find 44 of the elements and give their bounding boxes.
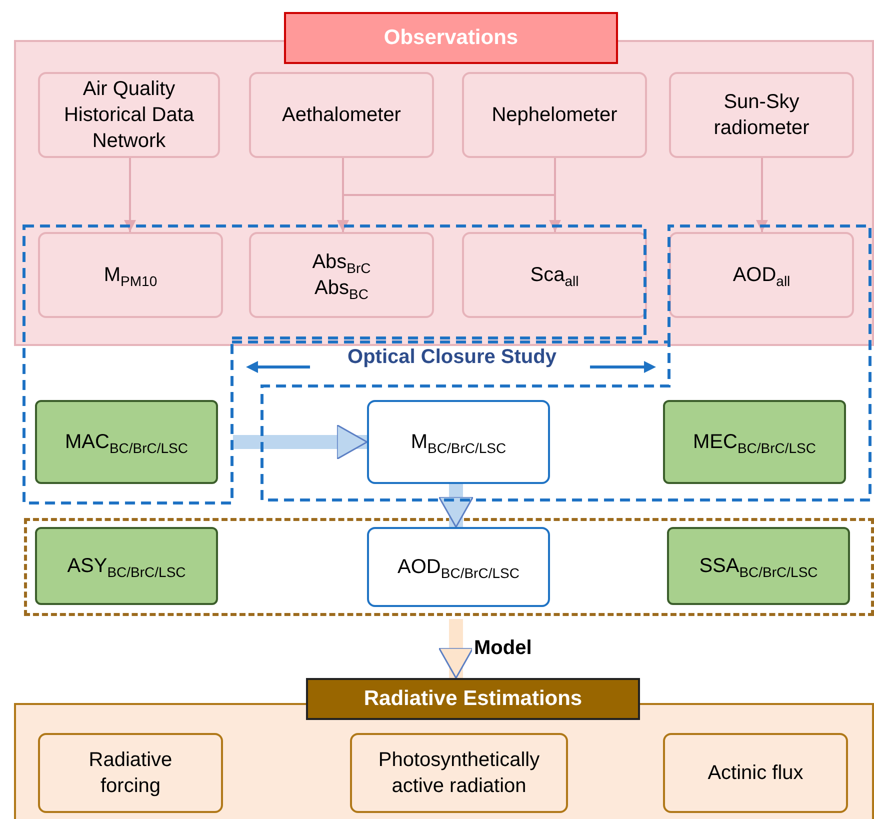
- panel-title: Observations: [284, 12, 618, 64]
- process-box: [38, 733, 223, 813]
- node-label: Air Quality Historical Data Network: [62, 77, 196, 154]
- parameter-box: [663, 400, 846, 484]
- arrow: [756, 158, 768, 232]
- process-box: [462, 72, 647, 158]
- arrow: [438, 484, 474, 528]
- parameter-box: [667, 527, 850, 605]
- node-label: MAC$_{BC/BrC/LSC}$: [64, 430, 188, 455]
- node-label: AOD$_{all}$: [732, 263, 790, 288]
- section-label: Optical Closure Study: [346, 346, 558, 369]
- node-label: Sun-Sky radiometer: [712, 90, 810, 141]
- node-label: AOD$_{BC/BrC/LSC}$: [398, 555, 520, 580]
- arrow: [438, 619, 474, 679]
- process-box: [663, 733, 848, 813]
- node-label: Actinic flux: [708, 761, 804, 786]
- dashed-group-box: [24, 518, 874, 616]
- node-label: Aethalometer: [282, 103, 401, 128]
- process-box: [249, 72, 434, 158]
- arrow: [233, 424, 368, 460]
- parameter-box: [35, 400, 218, 484]
- parameter-box: [35, 527, 218, 605]
- node-label: Photosynthetically active radiation: [377, 748, 541, 799]
- node-label: ASY$_{BC/BrC/LSC}$: [67, 554, 186, 579]
- node-label: SSA$_{BC/BrC/LSC}$: [699, 554, 818, 579]
- process-box: [38, 72, 220, 158]
- node-label: M$_{BC/BrC/LSC}$: [410, 430, 506, 455]
- node-label: Sca$_{all}$: [530, 263, 579, 288]
- node-label: MEC$_{BC/BrC/LSC}$: [692, 430, 816, 455]
- process-box: [669, 72, 854, 158]
- node-label: M$_{PM10}$: [104, 263, 158, 288]
- process-box: [462, 232, 647, 318]
- process-box: [249, 232, 434, 318]
- node-label: Abs$_{BrC}$ Abs$_{BC}$: [311, 250, 372, 301]
- node-label: Radiative forcing: [88, 748, 174, 799]
- arrow: [124, 158, 136, 232]
- process-box: [350, 733, 568, 813]
- process-box: [38, 232, 223, 318]
- node-label: Nephelometer: [492, 103, 618, 128]
- panel-title: Radiative Estimations: [306, 678, 640, 720]
- process-box: [367, 527, 550, 607]
- arrow: [549, 158, 561, 232]
- process-box: [367, 400, 550, 484]
- process-box: [669, 232, 854, 318]
